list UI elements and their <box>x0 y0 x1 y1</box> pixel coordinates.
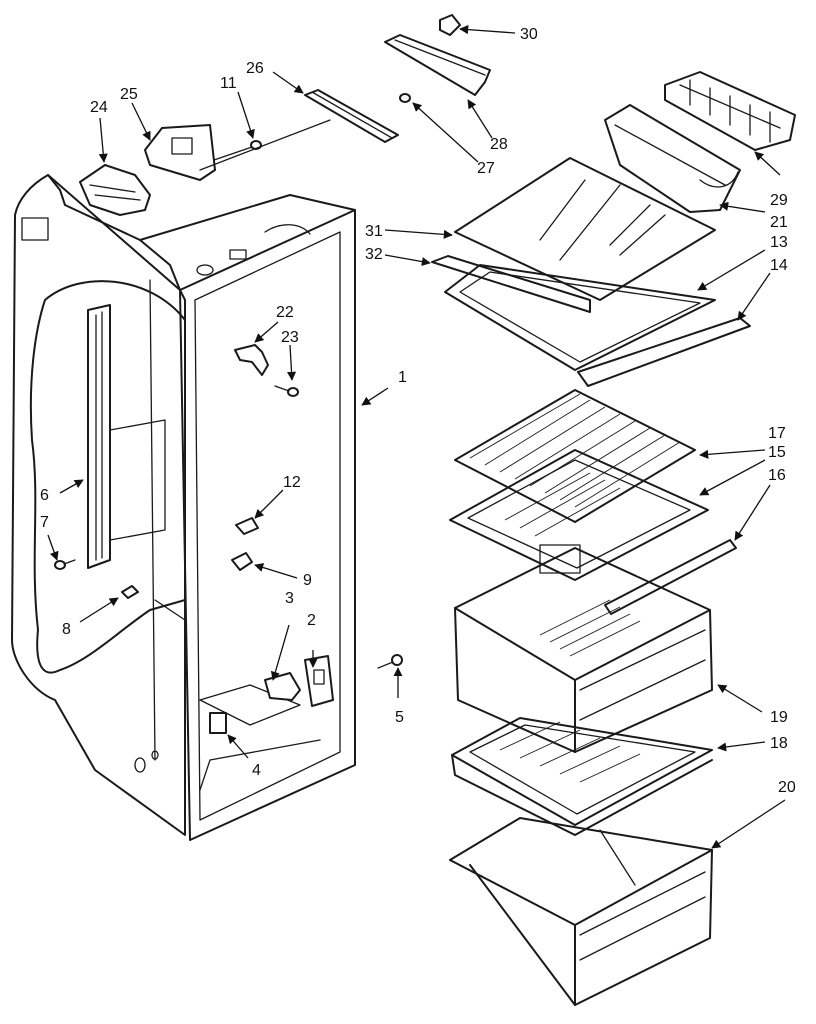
callout-4: 4 <box>252 762 261 779</box>
screw-27 <box>399 93 411 103</box>
clip-30 <box>439 14 461 36</box>
shelf-frame-13 <box>444 264 716 371</box>
callout-22: 22 <box>276 304 294 321</box>
callout-21: 21 <box>770 214 788 231</box>
callout-11: 11 <box>220 75 237 92</box>
rail-26 <box>199 89 399 171</box>
bracket-22 <box>234 344 299 397</box>
callout-5: 5 <box>395 709 404 726</box>
hinge-bracket-2-3 <box>264 655 334 707</box>
vertical-shelf-rail <box>87 304 166 569</box>
lower-drawer-20 <box>449 817 713 1006</box>
callout-18: 18 <box>770 735 788 752</box>
callout-16: 16 <box>768 467 786 484</box>
screw-7 <box>54 559 76 570</box>
callout-6: 6 <box>40 487 49 504</box>
callout-9: 9 <box>303 572 312 589</box>
callout-30: 30 <box>520 26 538 43</box>
callout-17: 17 <box>768 425 786 442</box>
control-housing-24 <box>79 164 151 216</box>
callout-20: 20 <box>778 779 796 796</box>
callout-labels: 1 2 3 4 5 6 7 8 9 11 12 13 14 15 16 17 1… <box>40 26 796 796</box>
callout-14: 14 <box>770 257 788 274</box>
callout-31: 31 <box>365 223 383 240</box>
callout-25: 25 <box>120 86 138 103</box>
crisper-cover-frame-15 <box>449 449 709 581</box>
clip-12 <box>235 517 259 535</box>
callout-29: 29 <box>770 192 788 209</box>
callout-15: 15 <box>768 444 786 461</box>
callout-28: 28 <box>490 136 508 153</box>
ice-tray-29 <box>664 71 796 151</box>
callout-8: 8 <box>62 621 71 638</box>
shelf-trim-32 <box>431 255 591 313</box>
clip-9 <box>231 552 253 571</box>
leader-arrows <box>47 25 786 849</box>
rail-28 <box>384 34 491 96</box>
callout-32: 32 <box>365 246 383 263</box>
fastener-8 <box>121 585 139 599</box>
glass-shelf-31 <box>454 157 716 301</box>
callout-26: 26 <box>246 60 264 77</box>
cabinet-liner <box>11 174 356 841</box>
callout-7: 7 <box>40 514 49 531</box>
cover-rod-16 <box>604 539 737 615</box>
grommet-4 <box>209 712 227 734</box>
callout-23: 23 <box>281 329 299 346</box>
cover-25 <box>144 124 216 181</box>
callout-12: 12 <box>283 474 301 491</box>
callout-13: 13 <box>770 234 788 251</box>
callout-2: 2 <box>307 612 316 629</box>
drawer-cover-18 <box>451 717 713 836</box>
callout-27: 27 <box>477 160 495 177</box>
crisper-cover-17 <box>454 389 696 523</box>
crisper-drawer-19 <box>454 544 713 753</box>
ice-bin-21 <box>604 104 741 213</box>
screw-5 <box>377 654 403 669</box>
callout-1: 1 <box>398 369 407 386</box>
callout-19: 19 <box>770 709 788 726</box>
callout-3: 3 <box>285 590 294 607</box>
screw-11 <box>213 140 262 161</box>
callout-24: 24 <box>90 99 108 116</box>
shelf-rail-14 <box>577 317 751 387</box>
